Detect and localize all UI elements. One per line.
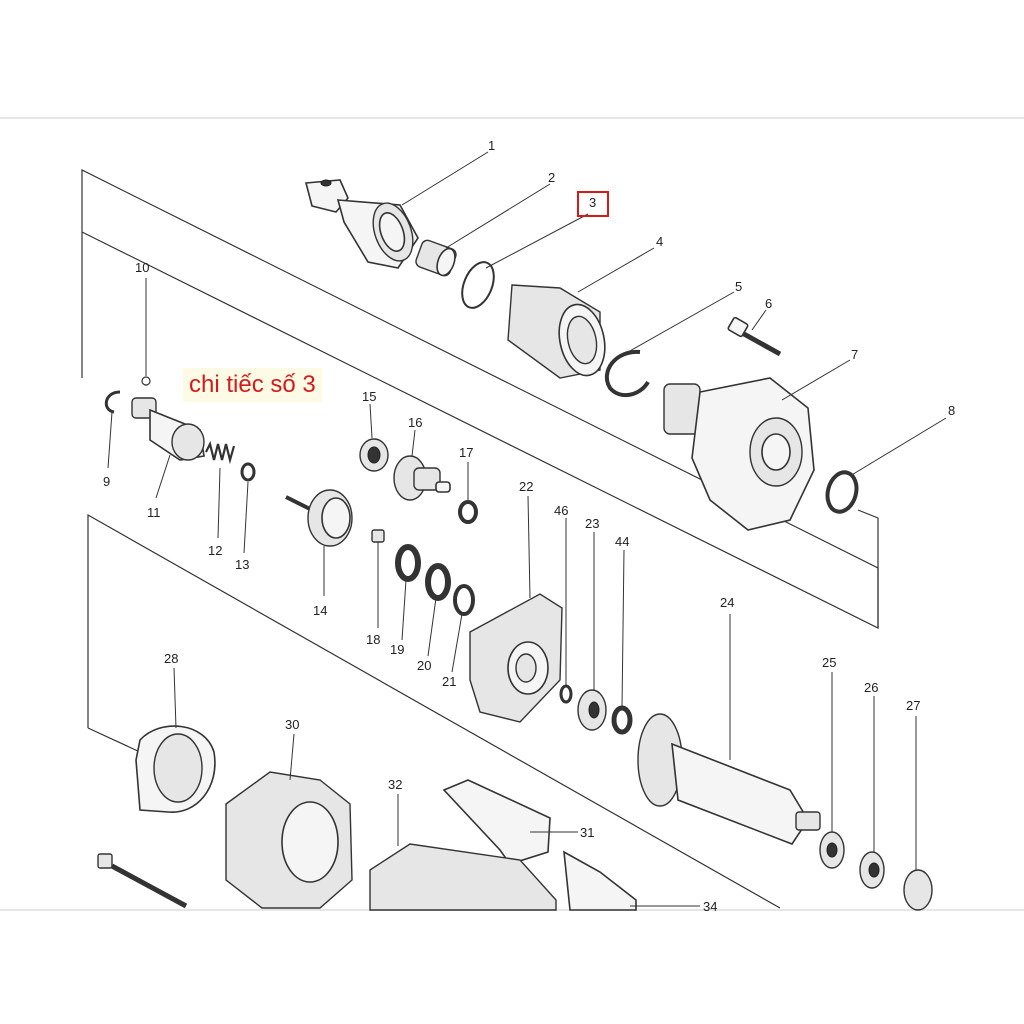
part-17-washer <box>458 500 478 524</box>
label-32: 32 <box>388 777 402 792</box>
label-44: 44 <box>615 534 629 549</box>
part-14-gear <box>285 489 353 547</box>
part-13-washer <box>240 462 256 482</box>
part-7-main-housing <box>663 377 815 531</box>
frame-link-8 <box>857 509 879 628</box>
label-26: 26 <box>864 680 878 695</box>
part-26-bearing <box>859 851 885 889</box>
label-8: 8 <box>948 403 955 418</box>
label-15: 15 <box>362 389 376 404</box>
label-1: 1 <box>488 138 495 153</box>
label-27: 27 <box>906 698 920 713</box>
part-11-spindle <box>131 397 205 461</box>
part-4-gear-housing <box>507 284 606 379</box>
part-19-washer <box>395 544 421 582</box>
part-44-ring <box>611 705 633 735</box>
leader-lines <box>107 151 947 907</box>
frame-link-28 <box>87 727 141 753</box>
label-16: 16 <box>408 415 422 430</box>
part-6-screw <box>727 316 782 357</box>
label-3-highlight-box <box>577 191 609 217</box>
part-12-spring <box>205 440 236 465</box>
part-2-sleeve <box>415 239 457 277</box>
part-30-field <box>225 771 353 909</box>
part-24-armature <box>637 713 821 845</box>
label-20: 20 <box>417 658 431 673</box>
label-24: 24 <box>720 595 734 610</box>
label-30: 30 <box>285 717 299 732</box>
label-3: 3 <box>589 195 596 210</box>
label-9: 9 <box>103 474 110 489</box>
lower-assembly-frame <box>87 513 781 909</box>
label-46: 46 <box>554 503 568 518</box>
label-31: 31 <box>580 825 594 840</box>
label-10: 10 <box>135 260 149 275</box>
label-17: 17 <box>459 445 473 460</box>
label-14: 14 <box>313 603 327 618</box>
part-number-labels: 1 2 3 4 5 6 7 8 10 9 11 12 13 14 15 16 1… <box>103 138 955 914</box>
part-5-retaining-ring <box>604 349 650 398</box>
part-20-washer <box>425 563 451 601</box>
label-25: 25 <box>822 655 836 670</box>
label-2: 2 <box>548 170 555 185</box>
part-23-bearing <box>577 689 607 731</box>
part-25-bearing <box>819 831 845 869</box>
label-11: 11 <box>147 505 161 520</box>
part-21-washer <box>453 584 475 616</box>
part-screw-lower <box>97 853 188 909</box>
part-9-clip <box>104 390 121 414</box>
label-23: 23 <box>585 516 599 531</box>
part-31-switch-lever <box>442 779 551 865</box>
label-28: 28 <box>164 651 178 666</box>
part-10-ball <box>141 376 151 386</box>
part-15-bearing <box>359 438 389 472</box>
part-27-fan <box>903 869 933 911</box>
part-28-baffle <box>135 725 216 813</box>
label-18: 18 <box>366 632 380 647</box>
part-46-ring <box>559 684 573 704</box>
part-8-ring <box>825 470 859 514</box>
label-19: 19 <box>390 642 404 657</box>
label-21: 21 <box>442 674 456 689</box>
label-6: 6 <box>765 296 772 311</box>
part-3-o-ring <box>461 261 495 309</box>
label-4: 4 <box>656 234 663 249</box>
label-7: 7 <box>851 347 858 362</box>
part-32-housing <box>369 843 557 911</box>
part-16-clutch-gear <box>393 455 451 501</box>
part-18-pin <box>371 529 385 543</box>
label-13: 13 <box>235 557 249 572</box>
label-22: 22 <box>519 479 533 494</box>
part-1-chuck-housing <box>304 179 419 269</box>
label-5: 5 <box>735 279 742 294</box>
label-34: 34 <box>703 899 717 914</box>
callout-annotation: chi tiếc số 3 <box>183 368 322 402</box>
part-34-handle <box>563 850 637 911</box>
part-22-bearing-plate <box>469 593 563 723</box>
label-12: 12 <box>208 543 222 558</box>
